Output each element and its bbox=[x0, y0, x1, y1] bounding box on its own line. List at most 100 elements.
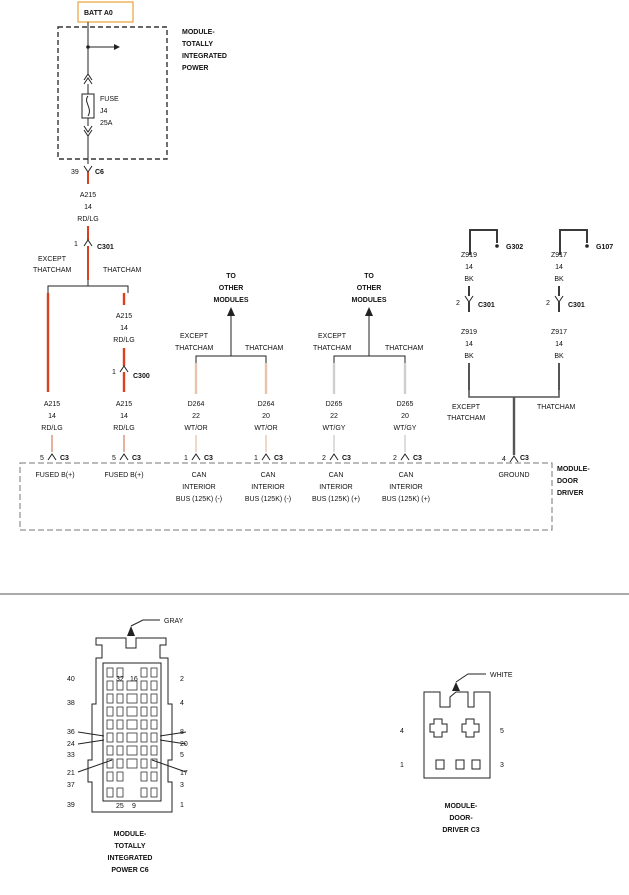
short-wire-name: A215 bbox=[116, 313, 132, 320]
svg-text:1: 1 bbox=[184, 455, 188, 462]
svg-text:INTERIOR: INTERIOR bbox=[251, 484, 284, 491]
c3-pin-4: 4 bbox=[400, 728, 404, 735]
svg-text:C301: C301 bbox=[478, 302, 495, 309]
ground-g302: G302 Z919 14 BK 2 C301 Z919 14 BK bbox=[456, 229, 523, 390]
svg-text:2: 2 bbox=[546, 300, 550, 307]
fuse-label: FUSE bbox=[100, 96, 119, 103]
svg-text:C3: C3 bbox=[60, 455, 69, 462]
svg-text:2: 2 bbox=[322, 455, 326, 462]
svg-text:17: 17 bbox=[180, 770, 188, 777]
svg-text:33: 33 bbox=[67, 752, 75, 759]
to-other-modules-2-a: TO bbox=[364, 273, 374, 280]
ground-pin: 4 bbox=[502, 456, 506, 463]
c6-label: C6 bbox=[95, 169, 104, 176]
fuse-id: J4 bbox=[100, 108, 108, 115]
svg-text:39: 39 bbox=[67, 802, 75, 809]
svg-text:37: 37 bbox=[67, 782, 75, 789]
tipm-module-box bbox=[57, 26, 168, 160]
svg-text:14: 14 bbox=[120, 413, 128, 420]
wire-label-d264-20: D264 20 WT/OR bbox=[254, 401, 277, 432]
svg-text:BK: BK bbox=[464, 353, 474, 360]
svg-text:BUS (125K) (-): BUS (125K) (-) bbox=[245, 496, 291, 503]
svg-text:14: 14 bbox=[555, 264, 563, 271]
svg-text:WT/OR: WT/OR bbox=[184, 425, 207, 432]
wire-label-a215-left: A215 14 RD/LG bbox=[41, 401, 62, 432]
door-module-label-1: MODULE- bbox=[557, 466, 590, 473]
up-arrow-icon bbox=[227, 307, 235, 316]
svg-text:32: 32 bbox=[116, 676, 124, 683]
svg-text:WT/OR: WT/OR bbox=[254, 425, 277, 432]
svg-text:20: 20 bbox=[401, 413, 409, 420]
svg-text:C3: C3 bbox=[274, 455, 283, 462]
func-fused-b-left: FUSED B(+) bbox=[35, 472, 74, 479]
svg-text:CAN: CAN bbox=[261, 472, 276, 479]
c6-connector-face bbox=[77, 619, 187, 813]
c3-color-label: WHITE bbox=[490, 672, 513, 679]
c3-title-2: DOOR- bbox=[449, 815, 473, 822]
svg-text:40: 40 bbox=[67, 676, 75, 683]
c3-pin-5: 5 bbox=[500, 728, 504, 735]
svg-text:G107: G107 bbox=[596, 244, 613, 251]
svg-text:8: 8 bbox=[180, 729, 184, 736]
svg-text:BUS (125K) (-): BUS (125K) (-) bbox=[176, 496, 222, 503]
svg-text:WT/GY: WT/GY bbox=[394, 425, 417, 432]
c3-pin-3: 3 bbox=[500, 762, 504, 769]
func-can-pos-2: CAN INTERIOR BUS (125K) (+) bbox=[382, 472, 430, 503]
svg-text:16: 16 bbox=[130, 676, 138, 683]
svg-text:2: 2 bbox=[180, 676, 184, 683]
svg-text:Z919: Z919 bbox=[461, 329, 477, 336]
c3-title-3: DRIVER C3 bbox=[442, 827, 479, 834]
wire-label-d265-22: D265 22 WT/GY bbox=[323, 401, 346, 432]
svg-text:CAN: CAN bbox=[399, 472, 414, 479]
except-thatcham-1: EXCEPT bbox=[38, 256, 67, 263]
svg-text:RD/LG: RD/LG bbox=[113, 425, 134, 432]
white-pointer-arrow-icon bbox=[452, 682, 460, 691]
svg-text:Z919: Z919 bbox=[461, 252, 477, 259]
tipm-label-2: TOTALLY bbox=[182, 41, 213, 48]
svg-text:BUS (125K) (+): BUS (125K) (+) bbox=[382, 496, 430, 503]
svg-text:C3: C3 bbox=[413, 455, 422, 462]
wire-label-a215-right: A215 14 RD/LG bbox=[113, 401, 134, 432]
svg-text:D265: D265 bbox=[397, 401, 414, 408]
can-pos-except-2: THATCHAM bbox=[313, 345, 352, 352]
svg-text:9: 9 bbox=[132, 803, 136, 810]
c301-pin: 1 bbox=[74, 241, 78, 248]
svg-text:RD/LG: RD/LG bbox=[41, 425, 62, 432]
svg-text:A215: A215 bbox=[116, 401, 132, 408]
svg-text:2: 2 bbox=[456, 300, 460, 307]
svg-text:C3: C3 bbox=[204, 455, 213, 462]
svg-text:3: 3 bbox=[180, 782, 184, 789]
svg-text:14: 14 bbox=[465, 341, 473, 348]
to-other-modules-1-b: OTHER bbox=[219, 285, 244, 292]
ground-g107: G107 Z917 14 BK 2 C301 Z917 14 BK bbox=[546, 229, 613, 390]
c6-title-4: POWER C6 bbox=[111, 867, 148, 874]
c6-title-3: INTEGRATED bbox=[108, 855, 153, 862]
c300-label: C300 bbox=[133, 373, 150, 380]
wire-label-d265-20: D265 20 WT/GY bbox=[394, 401, 417, 432]
svg-text:D265: D265 bbox=[326, 401, 343, 408]
can-neg-thatcham: THATCHAM bbox=[245, 345, 284, 352]
bus-arrow-icon bbox=[114, 44, 120, 50]
svg-text:Z917: Z917 bbox=[551, 329, 567, 336]
door-module-label-2: DOOR bbox=[557, 478, 578, 485]
to-other-modules-1-c: MODULES bbox=[214, 297, 249, 304]
c300-pin: 1 bbox=[112, 369, 116, 376]
svg-text:20: 20 bbox=[262, 413, 270, 420]
svg-text:14: 14 bbox=[555, 341, 563, 348]
c6-pin-labels: 40 38 36 24 33 21 37 39 32 16 25 9 2 4 8… bbox=[67, 676, 188, 810]
ground-conn: C3 bbox=[520, 455, 529, 462]
svg-text:INTERIOR: INTERIOR bbox=[319, 484, 352, 491]
svg-text:A215: A215 bbox=[44, 401, 60, 408]
c301-label: C301 bbox=[97, 244, 114, 251]
gray-pointer-arrow-icon bbox=[127, 626, 135, 636]
c6-pin: 39 bbox=[71, 169, 79, 176]
svg-text:20: 20 bbox=[180, 741, 188, 748]
svg-text:WT/GY: WT/GY bbox=[323, 425, 346, 432]
can-neg-except-1: EXCEPT bbox=[180, 333, 209, 340]
func-can-pos-1: CAN INTERIOR BUS (125K) (+) bbox=[312, 472, 360, 503]
svg-text:C301: C301 bbox=[568, 302, 585, 309]
c3-title-1: MODULE- bbox=[445, 803, 478, 810]
short-wire-gauge: 14 bbox=[120, 325, 128, 332]
svg-text:14: 14 bbox=[48, 413, 56, 420]
wire-label-d264-22: D264 22 WT/OR bbox=[184, 401, 207, 432]
